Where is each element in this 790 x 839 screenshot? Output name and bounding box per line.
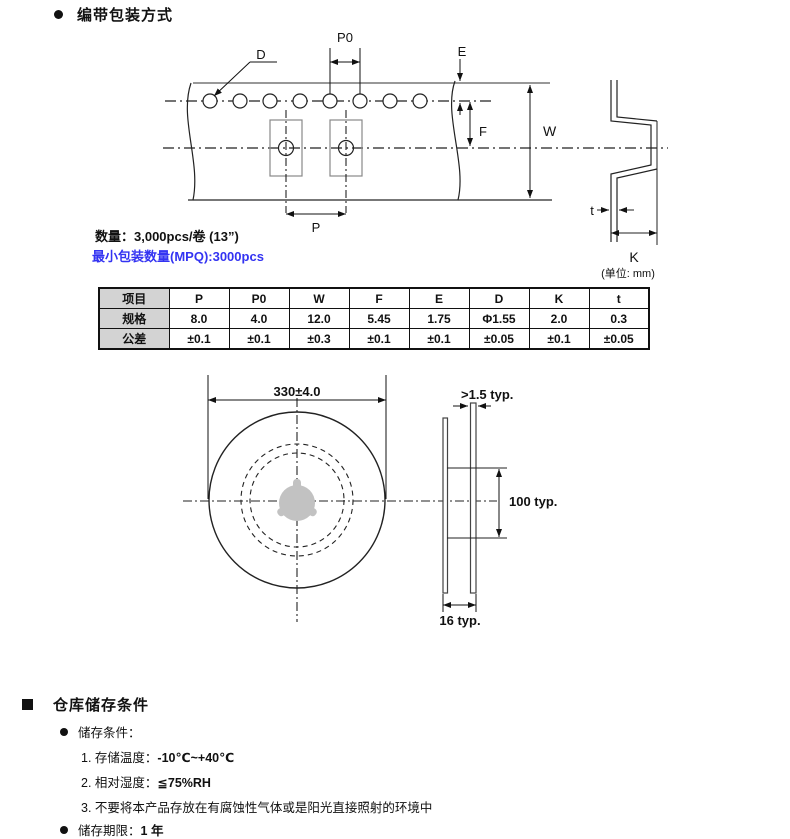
table-cell: ±0.1: [168, 328, 230, 350]
dim-label-d: D: [256, 47, 265, 62]
bullet-icon: [54, 10, 63, 19]
table-cell: 4.0: [228, 308, 290, 329]
table-cell: 项目: [98, 287, 170, 309]
table-cell: E: [408, 287, 470, 309]
table-cell: ±0.1: [408, 328, 470, 350]
table-cell: ±0.1: [528, 328, 590, 350]
reel-diameter-label: 330±4.0: [274, 384, 321, 399]
quantity-line: 数量：3,000pcs/卷 (13”): [95, 229, 239, 244]
reel-width-label: 16 typ.: [439, 613, 480, 628]
storage-period: 储存期限：1 年: [60, 820, 163, 839]
table-cell: ±0.05: [468, 328, 530, 350]
reel-side-dimensions: [442, 403, 502, 612]
table-cell: P: [168, 287, 230, 309]
period-label: 储存期限：: [78, 824, 141, 838]
table-cell: P0: [228, 287, 290, 309]
storage-item-text: 2. 相对湿度：: [81, 776, 158, 790]
period-line: 储存期限：1 年: [78, 820, 163, 839]
storage-item-3: 3. 不要将本产品存放在有腐蚀性气体或是阳光直接照射的环境中: [81, 797, 432, 816]
carrier-tape-top-view: [163, 80, 668, 213]
section-storage-heading: 仓库储存条件: [22, 694, 149, 715]
table-cell: W: [288, 287, 350, 309]
flange-thickness-label: >1.5 typ.: [461, 387, 513, 402]
conditions-label: 储存条件：: [78, 726, 141, 740]
table-cell: t: [588, 287, 650, 309]
dim-label-p: P: [312, 220, 321, 235]
table-cell: ±0.05: [588, 328, 650, 350]
table-cell: K: [528, 287, 590, 309]
table-cell: 公差: [98, 328, 170, 350]
table-cell: 0.3: [588, 308, 650, 329]
dim-label-w: W: [543, 123, 557, 139]
table-cell: ±0.1: [348, 328, 410, 350]
table-cell: ±0.3: [288, 328, 350, 350]
table-cell: F: [348, 287, 410, 309]
table-cell: 12.0: [288, 308, 350, 329]
unit-note: (单位: mm): [601, 266, 655, 280]
table-row-header: 项目 P P0 W F E D K t: [98, 287, 650, 309]
hub-height-label: 100 typ.: [509, 494, 557, 509]
tape-cross-section: [597, 80, 658, 245]
dim-label-e: E: [458, 44, 467, 59]
storage-item-2: 2. 相对湿度：≦75%RH: [81, 772, 211, 791]
table-row-tolerance: 公差 ±0.1 ±0.1 ±0.3 ±0.1 ±0.1 ±0.05 ±0.1 ±…: [98, 328, 650, 350]
table-cell: D: [468, 287, 530, 309]
storage-item-value: ≦75%RH: [157, 776, 211, 790]
storage-conditions-heading: 储存条件：: [60, 722, 141, 741]
table-cell: 1.75: [408, 308, 470, 329]
dim-label-k: K: [629, 249, 639, 265]
spec-table: 项目 P P0 W F E D K t 规格 8.0 4.0 12.0 5.45…: [98, 287, 650, 350]
square-bullet-icon: [22, 699, 33, 710]
table-cell: Φ1.55: [468, 308, 530, 329]
storage-item-1: 1. 存储温度：-10℃~+40℃: [81, 747, 234, 766]
reel-front-view: [183, 398, 497, 622]
table-cell: ±0.1: [228, 328, 290, 350]
storage-item-value: -10℃~+40℃: [157, 751, 235, 765]
reel-hub: [277, 479, 317, 521]
bullet-icon: [60, 727, 68, 736]
bullet-icon: [60, 825, 68, 834]
mpq-line: 最小包装数量(MPQ):3000pcs: [92, 249, 264, 264]
tape-dimensions: [213, 48, 533, 217]
reel-side-view: [442, 402, 507, 594]
dim-label-t: t: [590, 203, 594, 218]
reel-diameter-dimension: [207, 375, 387, 499]
table-row-spec: 规格 8.0 4.0 12.0 5.45 1.75 Φ1.55 2.0 0.3: [98, 308, 650, 329]
table-cell: 规格: [98, 308, 170, 329]
storage-title: 仓库储存条件: [53, 697, 150, 714]
table-cell: 8.0: [168, 308, 230, 329]
section-title: 编带包装方式: [77, 7, 174, 24]
storage-item-text: 1. 存储温度：: [81, 751, 158, 765]
section-packaging-heading: 编带包装方式: [54, 4, 173, 25]
dim-label-f: F: [479, 124, 487, 139]
table-cell: 5.45: [348, 308, 410, 329]
period-value: 1 年: [140, 824, 164, 838]
table-cell: 2.0: [528, 308, 590, 329]
storage-item-text: 3. 不要将本产品存放在有腐蚀性气体或是阳光直接照射的环境中: [81, 801, 433, 815]
dim-label-p0: P0: [337, 30, 353, 45]
